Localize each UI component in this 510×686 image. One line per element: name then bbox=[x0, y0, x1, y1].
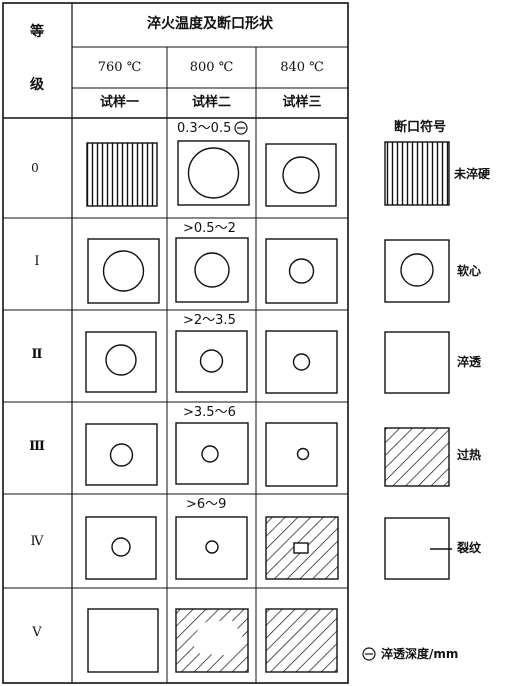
legend-label: 软心 bbox=[457, 264, 482, 278]
fracture-soft-core bbox=[265, 330, 338, 394]
table-grid bbox=[2, 2, 349, 684]
fracture-not-hardened bbox=[86, 142, 158, 207]
fracture-soft-core bbox=[177, 140, 250, 206]
legend-label: 淬透 bbox=[457, 355, 482, 369]
grade-label: Ⅲ bbox=[29, 439, 45, 454]
depth-label: 0.3～0.5 bbox=[177, 121, 232, 136]
legend-label: 未淬硬 bbox=[454, 167, 491, 181]
grade-label: Ⅴ bbox=[32, 625, 42, 640]
depth-label: >3.5～6 bbox=[183, 405, 236, 420]
grade-label: Ⅰ bbox=[34, 254, 40, 269]
fracture-overheated bbox=[265, 608, 338, 673]
legend-label: 裂纹 bbox=[457, 541, 482, 555]
fracture-soft-core bbox=[175, 422, 249, 485]
legend-heading: 断口符号 bbox=[393, 120, 446, 135]
fracture-soft-core bbox=[85, 423, 158, 486]
grade-label: 0 bbox=[31, 161, 39, 175]
grade-label: Ⅱ bbox=[31, 347, 43, 362]
depth-note-marker bbox=[234, 121, 248, 135]
grade-label: Ⅳ bbox=[30, 534, 44, 549]
legend-crack bbox=[384, 517, 452, 580]
fracture-overheated-partial bbox=[175, 608, 249, 673]
fracture-soft-core bbox=[85, 331, 157, 393]
depth-label: >2～3.5 bbox=[183, 313, 236, 328]
depth-label: >0.5～2 bbox=[183, 221, 236, 236]
footnote: 淬透深度/mm bbox=[381, 647, 459, 661]
temp-label: 760 ℃ bbox=[97, 60, 142, 75]
sample-label: 试样一 bbox=[99, 95, 139, 110]
legend-not-hardened bbox=[384, 141, 450, 206]
depth-label: >6～9 bbox=[186, 497, 227, 512]
fracture-soft-core bbox=[85, 516, 157, 580]
footnote-circle-marker bbox=[362, 647, 376, 661]
fracture-soft-core bbox=[265, 143, 337, 207]
temp-label: 800 ℃ bbox=[189, 60, 234, 75]
fracture-soft-core bbox=[265, 238, 338, 304]
fracture-soft-core bbox=[175, 237, 249, 303]
sample-label: 试样二 bbox=[191, 95, 231, 110]
grade-header-char: 等 bbox=[30, 24, 44, 40]
fracture-overheated bbox=[265, 516, 339, 580]
fracture-soft-core bbox=[87, 238, 160, 304]
sample-label: 试样三 bbox=[282, 95, 322, 110]
legend-label: 过热 bbox=[457, 448, 482, 462]
legend-hardened-through bbox=[384, 331, 450, 394]
table-border bbox=[2, 2, 349, 684]
fracture-soft-core bbox=[175, 516, 248, 580]
grade-header-char: 级 bbox=[30, 77, 44, 93]
temp-label: 840 ℃ bbox=[280, 60, 324, 75]
fracture-soft-core bbox=[175, 330, 248, 393]
fracture-soft-core bbox=[265, 422, 338, 487]
legend-overheated bbox=[384, 427, 450, 487]
table-title: 淬火温度及断口形状 bbox=[147, 16, 273, 32]
legend-soft-core bbox=[384, 239, 450, 303]
fracture-hardened-through bbox=[87, 608, 159, 673]
